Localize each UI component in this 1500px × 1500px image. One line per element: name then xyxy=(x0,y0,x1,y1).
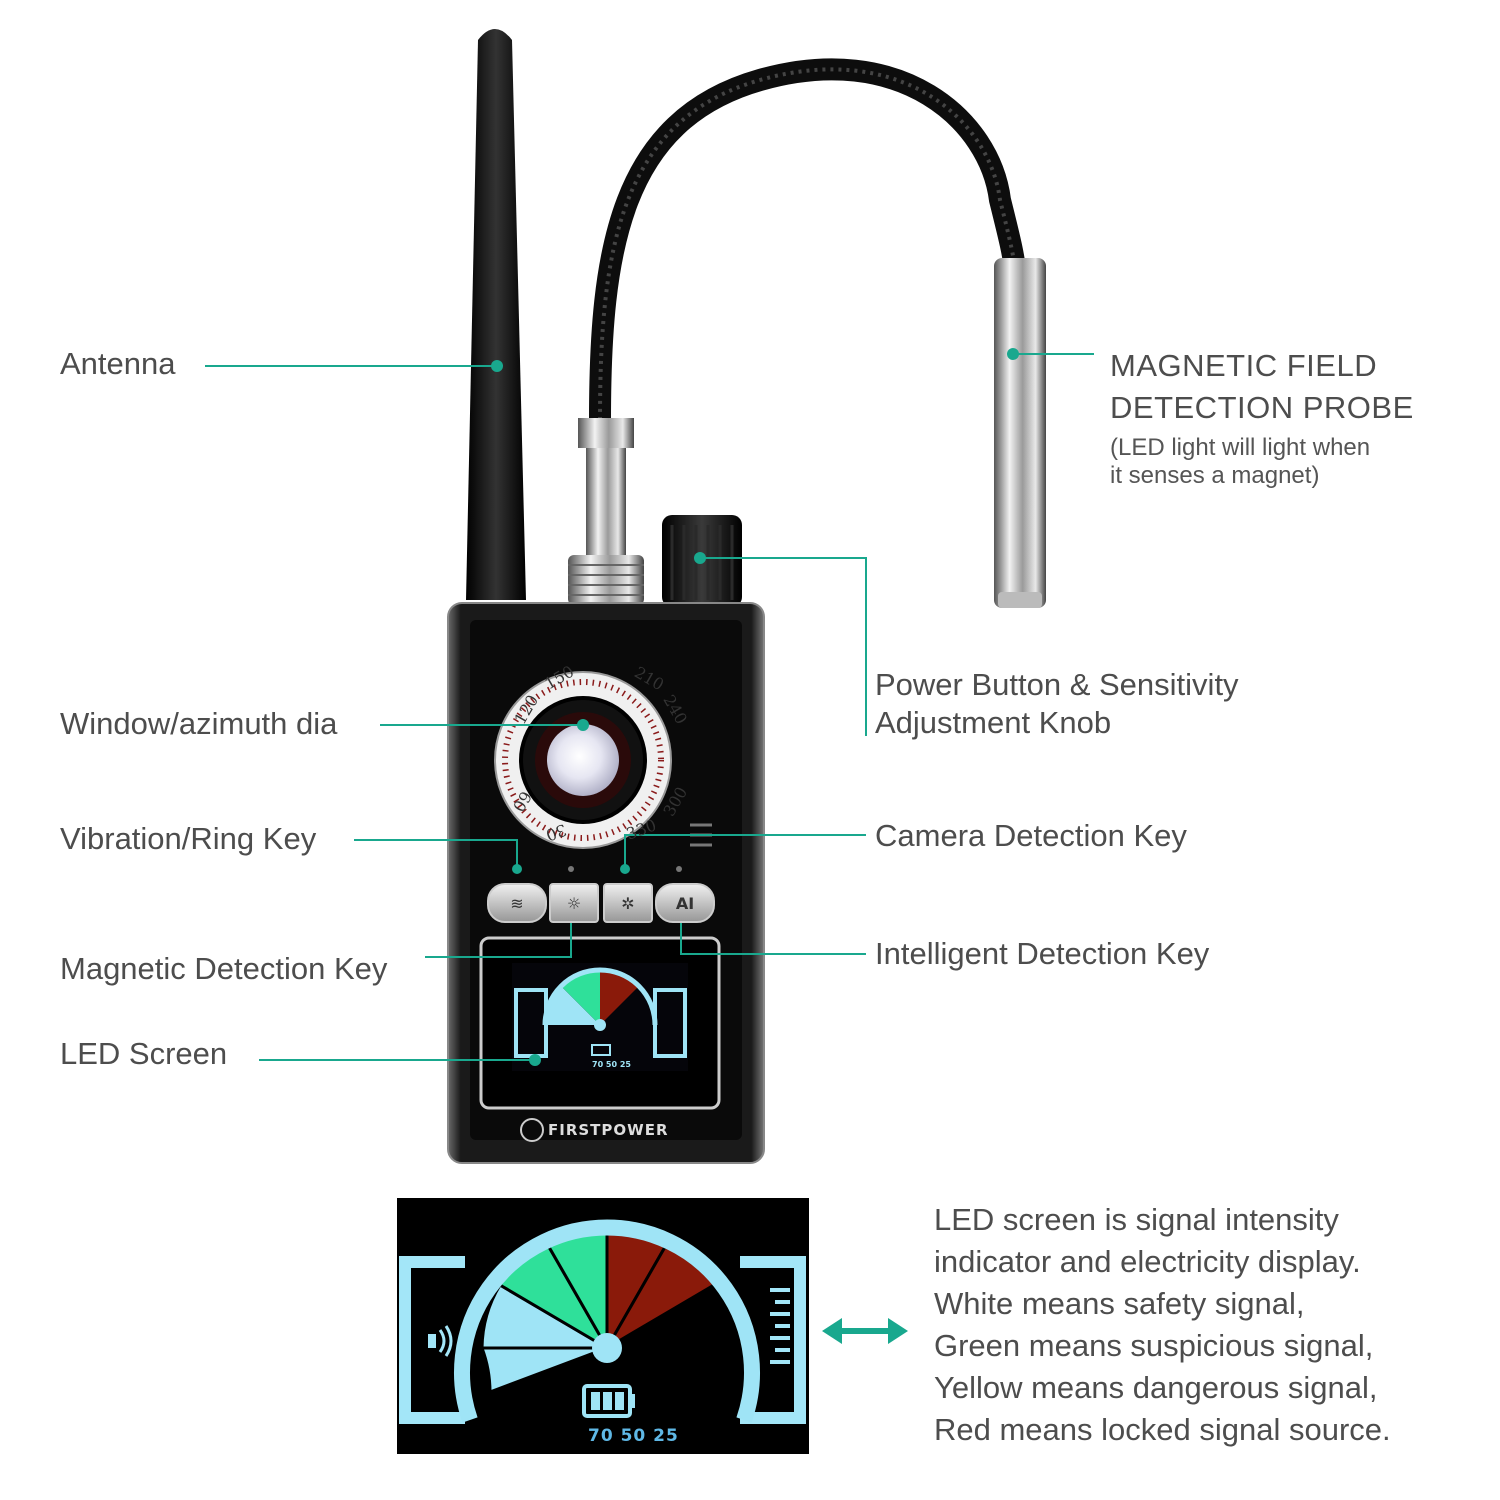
antenna-graphic xyxy=(466,29,526,600)
camera-icon: ✲ xyxy=(621,893,635,913)
label-probe-line1: MAGNETIC FIELD xyxy=(1110,348,1378,383)
description-line: Green means suspicious signal, xyxy=(934,1328,1374,1363)
small-battery-numbers: 70 50 25 xyxy=(592,1060,631,1069)
camera-key[interactable]: ✲ xyxy=(603,883,653,923)
ai-label: AI xyxy=(675,893,695,913)
label-window: Window/azimuth dia xyxy=(60,706,338,741)
double-arrow-icon xyxy=(822,1318,908,1344)
probe-connector xyxy=(568,418,644,605)
label-vibration: Vibration/Ring Key xyxy=(60,821,317,856)
probe-tube xyxy=(994,258,1046,608)
label-led-screen: LED Screen xyxy=(60,1036,228,1071)
label-probe-note2: it senses a magnet) xyxy=(1110,462,1320,489)
ai-key[interactable]: AI xyxy=(655,883,715,923)
description-line: indicator and electricity display. xyxy=(934,1244,1361,1279)
label-camera: Camera Detection Key xyxy=(875,818,1187,853)
description-line: White means safety signal, xyxy=(934,1286,1305,1321)
description-line: Red means locked signal source. xyxy=(934,1412,1391,1447)
description-line: LED screen is signal intensity xyxy=(934,1202,1339,1237)
leader-dots xyxy=(491,348,1019,1066)
label-probe-note1: (LED light will light when xyxy=(1110,434,1371,461)
probe-cable xyxy=(589,58,1027,431)
small-screen-display xyxy=(514,967,687,1058)
description-line: Yellow means dangerous signal, xyxy=(934,1370,1378,1405)
label-probe-line2: DETECTION PROBE xyxy=(1110,390,1414,425)
magnet-icon: ☼ xyxy=(566,893,582,913)
battery-icon xyxy=(582,1384,635,1418)
magnetic-key[interactable]: ☼ xyxy=(549,883,599,923)
label-magnetic: Magnetic Detection Key xyxy=(60,951,388,986)
label-power-line2: Adjustment Knob xyxy=(875,705,1112,740)
vibration-key[interactable]: ≋ xyxy=(487,883,547,923)
label-power-line1: Power Button & Sensitivity xyxy=(875,667,1239,702)
label-intelligent: Intelligent Detection Key xyxy=(875,936,1210,971)
vibration-icon: ≋ xyxy=(510,893,524,913)
large-screen-panel xyxy=(397,1198,809,1454)
brand-logo: FIRSTPOWER xyxy=(548,1121,669,1139)
speaker-icon xyxy=(428,1325,453,1357)
battery-numbers: 70 50 25 xyxy=(588,1426,679,1446)
label-antenna: Antenna xyxy=(60,346,176,381)
leader-lines xyxy=(205,353,1094,1061)
